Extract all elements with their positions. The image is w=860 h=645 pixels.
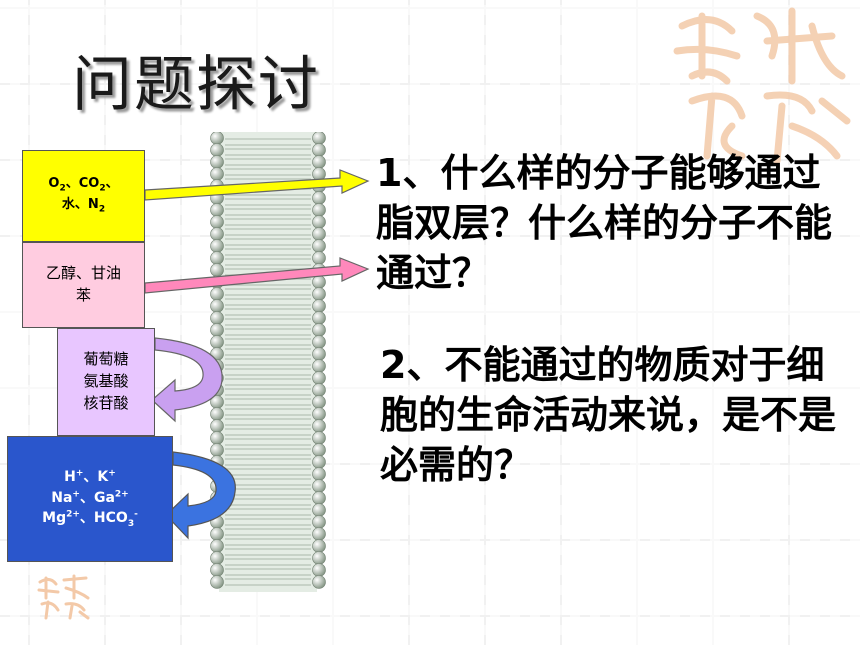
seal-stamp-decoration bbox=[673, 7, 851, 165]
box-large-molecules: 葡萄糖 氨基酸 核苷酸 bbox=[57, 328, 155, 436]
co2-label: 、CO bbox=[65, 176, 100, 192]
question-2: 2、不能通过的物质对于细胞的生命活动来说，是不是必需的？ bbox=[380, 343, 837, 487]
co2-subscript: 2 bbox=[99, 183, 106, 194]
benzene-label: 苯 bbox=[75, 286, 91, 304]
o2-subscript: 2 bbox=[59, 183, 66, 194]
charge: + bbox=[75, 468, 84, 479]
question-1: 1、什么样的分子能够通过脂双层？什么样的分子不能通过？ bbox=[376, 151, 833, 295]
bicarbonate-ion: 、HCO bbox=[79, 509, 128, 526]
phospholipid-head bbox=[210, 575, 224, 589]
glucose-label: 葡萄糖 bbox=[83, 350, 129, 369]
o2-label: O bbox=[48, 176, 60, 192]
arrow-blue-blocked bbox=[165, 451, 236, 540]
small-seal-stamp-decoration bbox=[37, 574, 90, 620]
charge: + bbox=[72, 488, 80, 499]
magnesium-ion: Mg bbox=[42, 509, 67, 526]
charge: 2+ bbox=[66, 509, 80, 520]
potassium-ion: 、K bbox=[83, 469, 109, 486]
arrow-purple-blocked bbox=[151, 337, 223, 423]
water-n2-label: 水、N bbox=[61, 197, 99, 212]
box-small-molecules-line2: 水、N2 bbox=[62, 196, 105, 217]
hydrogen-ion: H bbox=[64, 469, 76, 486]
page-title: 问题探讨 bbox=[72, 50, 320, 120]
n2-subscript: 2 bbox=[98, 204, 106, 215]
arrow-pink-pass bbox=[144, 257, 370, 294]
amino-acid-label: 氨基酸 bbox=[83, 372, 129, 391]
sodium-ion: Na bbox=[51, 489, 73, 506]
phospholipid-head bbox=[312, 575, 326, 589]
box-small-molecules-line1: O2、CO2、 bbox=[48, 175, 118, 196]
ga-ion: 、Ga bbox=[79, 489, 115, 506]
charge: - bbox=[134, 509, 138, 520]
ions-line2: Na+、Ga2+ bbox=[51, 488, 128, 508]
charge: + bbox=[108, 468, 116, 479]
ethanol-glycerol-label: 乙醇、甘油 bbox=[45, 264, 121, 283]
box-organic-molecules: 乙醇、甘油 苯 bbox=[22, 242, 145, 328]
box-ions: H+、K+ Na+、Ga2+ Mg2+、HCO3- bbox=[7, 436, 173, 562]
subscript: 3 bbox=[127, 518, 135, 529]
arrow-yellow-pass bbox=[144, 169, 370, 201]
lipid-bilayer-diagram bbox=[210, 132, 326, 592]
nucleotide-label: 核苷酸 bbox=[83, 393, 129, 412]
ions-line1: H+、K+ bbox=[64, 467, 116, 487]
separator: 、 bbox=[105, 176, 119, 192]
ions-line3: Mg2+、HCO3- bbox=[42, 508, 138, 531]
box-small-molecules: O2、CO2、 水、N2 bbox=[22, 150, 145, 242]
charge: 2+ bbox=[114, 488, 129, 499]
